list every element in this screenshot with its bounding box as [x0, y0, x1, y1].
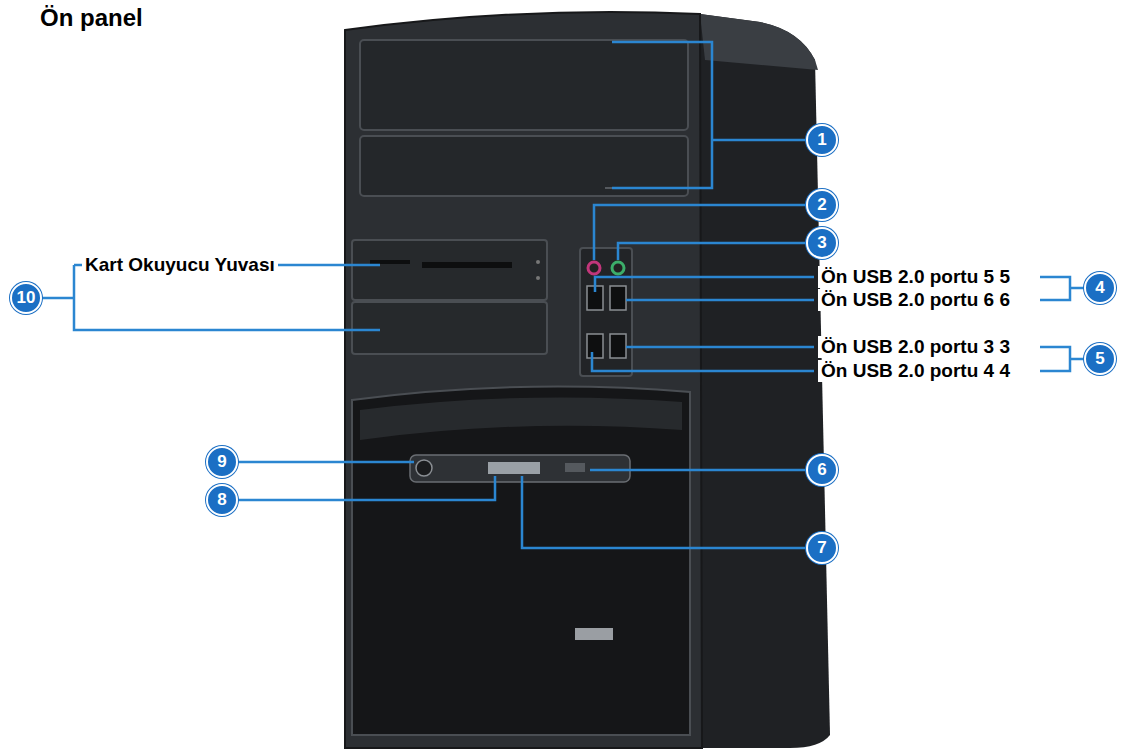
page-title: Ön panel — [40, 4, 143, 32]
case-side — [700, 14, 830, 748]
led — [536, 260, 540, 264]
callout-number: 7 — [806, 532, 838, 564]
brand-logo — [575, 628, 613, 640]
leader-line — [522, 476, 806, 548]
power-button — [416, 460, 432, 476]
card-slot — [422, 262, 512, 268]
callout-number: 6 — [806, 454, 838, 486]
leader-line — [238, 476, 495, 500]
callout-number: 8 — [206, 484, 238, 516]
case-front — [345, 12, 702, 748]
drive-bay — [360, 40, 688, 130]
mic-jack — [588, 262, 600, 274]
leader-line — [592, 352, 814, 371]
leader-line — [238, 461, 414, 464]
callout-number: 2 — [806, 189, 838, 221]
leader-line — [595, 277, 814, 292]
card-slot — [370, 260, 410, 264]
leader-line — [590, 469, 806, 472]
drive-bay — [352, 302, 547, 354]
leader-line — [626, 299, 814, 302]
usb-port — [610, 286, 626, 310]
callout-number: 9 — [206, 446, 238, 478]
callout-number: 3 — [806, 227, 838, 259]
status-display — [488, 462, 540, 474]
case-top-edge — [700, 14, 818, 70]
part-label: Ön USB 2.0 portu 5 5 — [818, 266, 1013, 288]
usb-port — [610, 334, 626, 358]
leader-line — [594, 205, 806, 260]
callout-number: 10 — [10, 282, 42, 314]
callout-number: 1 — [806, 124, 838, 156]
led — [536, 276, 540, 280]
bezel-gloss — [360, 398, 682, 441]
card-reader-bay — [352, 240, 547, 300]
leader-line — [626, 346, 814, 349]
part-label: Ön USB 2.0 portu 6 6 — [818, 289, 1013, 311]
control-strip — [410, 455, 630, 482]
bracket — [1040, 347, 1084, 371]
part-label: Ön USB 2.0 portu 4 4 — [818, 360, 1013, 382]
usb-port — [587, 334, 603, 358]
reset-button — [565, 463, 585, 472]
leader-line — [612, 42, 806, 188]
io-panel — [580, 248, 632, 376]
part-label: Ön USB 2.0 portu 3 3 — [818, 336, 1013, 358]
part-label: Kart Okuyucu Yuvası — [82, 254, 278, 276]
leader-line — [618, 243, 806, 260]
front-bezel — [352, 387, 690, 735]
leader-lines — [42, 42, 1084, 548]
callout-number: 5 — [1084, 343, 1116, 375]
callout-number: 4 — [1084, 272, 1116, 304]
bracket — [1040, 277, 1084, 300]
audio-jack — [612, 262, 624, 274]
